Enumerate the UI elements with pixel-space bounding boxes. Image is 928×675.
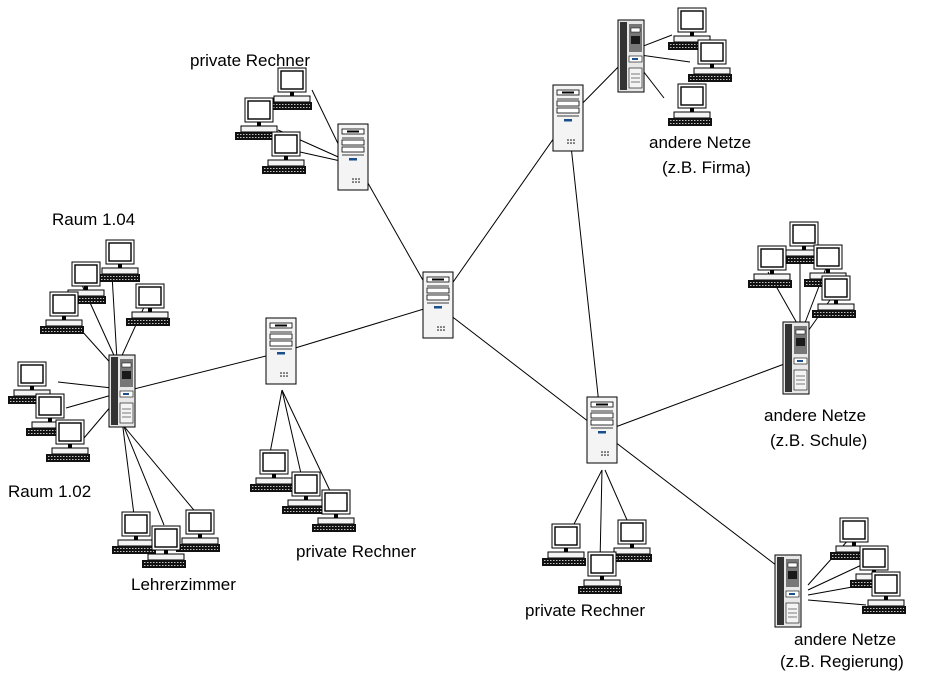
label-private-top: private Rechner (190, 51, 310, 70)
link-center-left (281, 304, 438, 353)
computer-icon (39, 291, 85, 335)
computer-icon (747, 245, 793, 289)
label-firma-line1: andere Netze (649, 133, 751, 152)
computer-icon (249, 449, 295, 493)
label-lehrerzimmer: Lehrerzimmer (131, 575, 236, 594)
label-schule-line2: (z.B. Schule) (770, 431, 867, 450)
link-bottomright-schule (601, 359, 796, 433)
label-regierung-line2: (z.B. Regierung) (780, 652, 904, 671)
dark-server-icon-regierung (774, 554, 802, 628)
label-schule-line1: andere Netze (764, 406, 866, 425)
computer-icon (95, 239, 141, 283)
link-bottomright-regierung (601, 431, 786, 573)
server-icon-topleft (337, 123, 369, 191)
label-firma-line2: (z.B. Firma) (662, 158, 751, 177)
link-center-topright (436, 117, 569, 306)
server-icon-left (265, 317, 297, 385)
computer-icon (125, 283, 171, 327)
computer-icon (267, 67, 313, 111)
computer-icon (175, 509, 221, 553)
dark-server-icon-firma (617, 19, 645, 93)
label-private-bottom: private Rechner (525, 601, 645, 620)
dark-server-icon-school (108, 354, 136, 428)
link-left-school (121, 351, 283, 393)
computer-icon (111, 511, 157, 555)
computer-icon (667, 83, 713, 127)
server-icon-center (422, 271, 454, 339)
server-icon-topright (552, 84, 584, 152)
connection-lines (57, 34, 881, 606)
label-raum-102: Raum 1.02 (8, 482, 91, 501)
label-private-middle: private Rechner (296, 542, 416, 561)
computer-icon (541, 523, 587, 567)
link-center-bottomright (436, 304, 603, 433)
dark-server-icon-schule (782, 321, 810, 395)
link-topright-bottomright (567, 117, 603, 433)
label-raum-104: Raum 1.04 (52, 210, 135, 229)
server-icon-bottomright (586, 396, 618, 464)
label-regierung-line1: andere Netze (794, 630, 896, 649)
